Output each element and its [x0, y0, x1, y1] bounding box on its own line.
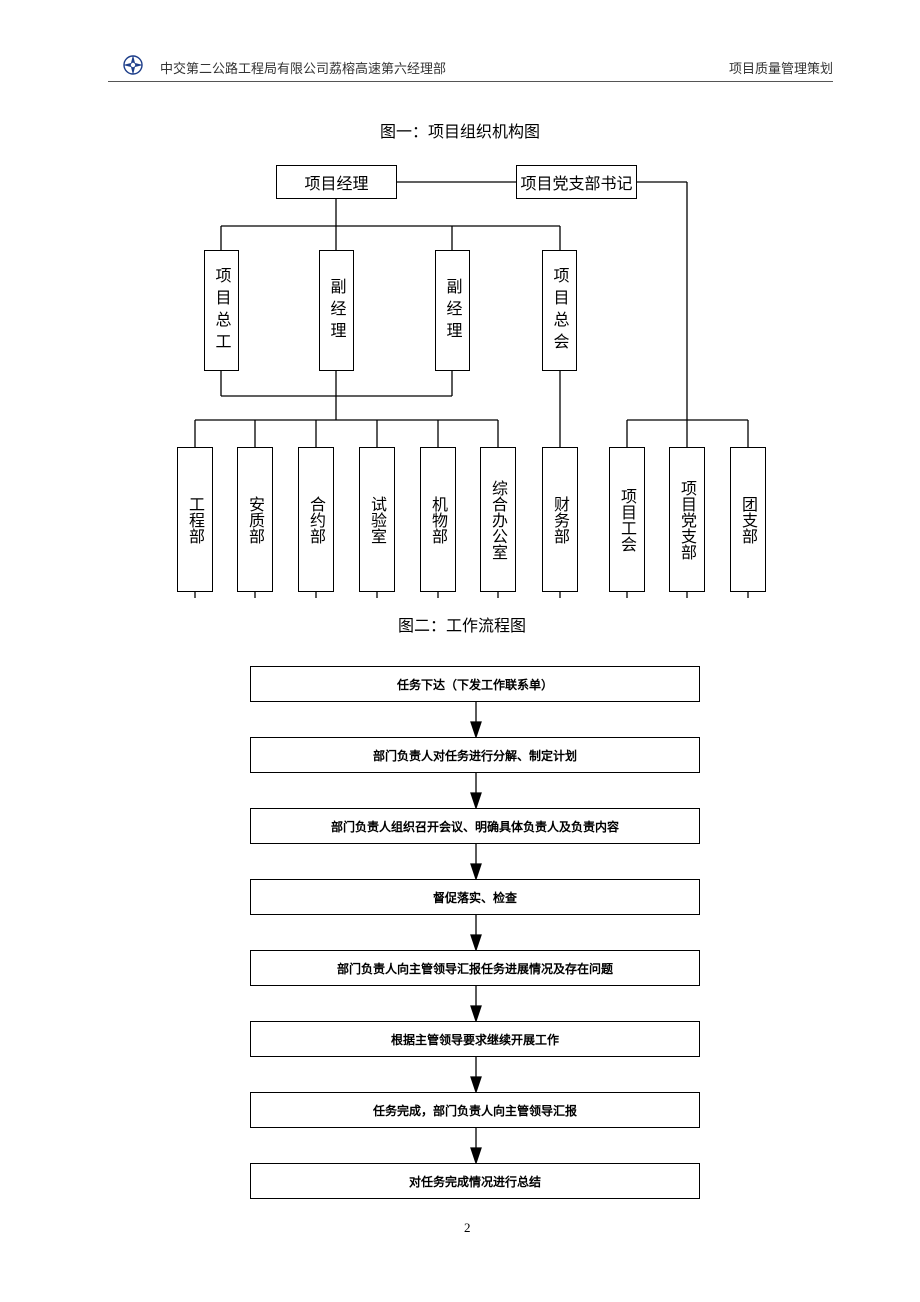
- org-box-party-secretary: 项目党支部书记: [516, 165, 637, 199]
- flow-step: 督促落实、检查: [250, 879, 700, 915]
- org-chart-connectors: [194, 181, 749, 598]
- company-name: 中交第二公路工程局有限公司荔榕高速第六经理部: [160, 62, 447, 77]
- page-header: 中交第二公路工程局有限公司荔榕高速第六经理部 项目质量管理策划: [108, 52, 833, 80]
- org-label: 副经理: [443, 277, 463, 344]
- org-label: 项目总会: [550, 266, 570, 355]
- org-box-department: 机物部: [420, 447, 456, 592]
- org-label: 项目党支部: [678, 479, 697, 560]
- flow-step: 对任务完成情况进行总结: [250, 1163, 700, 1199]
- org-box-project-manager: 项目经理: [276, 165, 397, 199]
- org-box-party-unit: 项目党支部: [669, 447, 705, 592]
- figure1-caption: 图一：项目组织机构图: [380, 122, 541, 141]
- flow-step: 部门负责人对任务进行分解、制定计划: [250, 737, 700, 773]
- org-label: 副经理: [327, 277, 347, 344]
- org-box-department: 综合办公室: [480, 447, 516, 592]
- org-label: 综合办公室: [489, 479, 508, 560]
- org-label: 工程部: [186, 495, 205, 544]
- company-logo-icon: [123, 55, 143, 75]
- org-box-department: 财务部: [542, 447, 578, 592]
- flow-step: 部门负责人向主管领导汇报任务进展情况及存在问题: [250, 950, 700, 986]
- org-label: 项目总工: [212, 266, 232, 355]
- org-box-department: 工程部: [177, 447, 213, 592]
- org-label: 安质部: [246, 495, 265, 544]
- document-title: 项目质量管理策划: [728, 62, 833, 77]
- org-label: 项目经理: [304, 174, 369, 193]
- org-label: 项目工会: [618, 487, 637, 552]
- flow-step: 任务完成，部门负责人向主管领导汇报: [250, 1092, 700, 1128]
- header-rule: [108, 81, 833, 82]
- org-box-party-unit: 项目工会: [609, 447, 645, 592]
- org-label: 团支部: [739, 495, 758, 544]
- org-label: 财务部: [551, 495, 570, 544]
- org-label: 机物部: [429, 495, 448, 544]
- org-box-deputy-manager: 副经理: [435, 250, 470, 371]
- figure2-caption: 图二：工作流程图: [398, 616, 527, 635]
- org-box-chief-engineer: 项目总工: [204, 250, 239, 371]
- org-label: 合约部: [307, 495, 326, 544]
- org-box-department: 试验室: [359, 447, 395, 592]
- org-box-department: 合约部: [298, 447, 334, 592]
- org-box-chief-accountant: 项目总会: [542, 250, 577, 371]
- org-label: 项目党支部书记: [520, 174, 633, 193]
- flow-step: 任务下达（下发工作联系单）: [250, 666, 700, 702]
- org-box-department: 安质部: [237, 447, 273, 592]
- page-number: 2: [464, 1220, 471, 1235]
- org-box-deputy-manager: 副经理: [319, 250, 354, 371]
- org-box-party-unit: 团支部: [730, 447, 766, 592]
- flow-step: 部门负责人组织召开会议、明确具体负责人及负责内容: [250, 808, 700, 844]
- flow-step: 根据主管领导要求继续开展工作: [250, 1021, 700, 1057]
- org-label: 试验室: [368, 495, 387, 544]
